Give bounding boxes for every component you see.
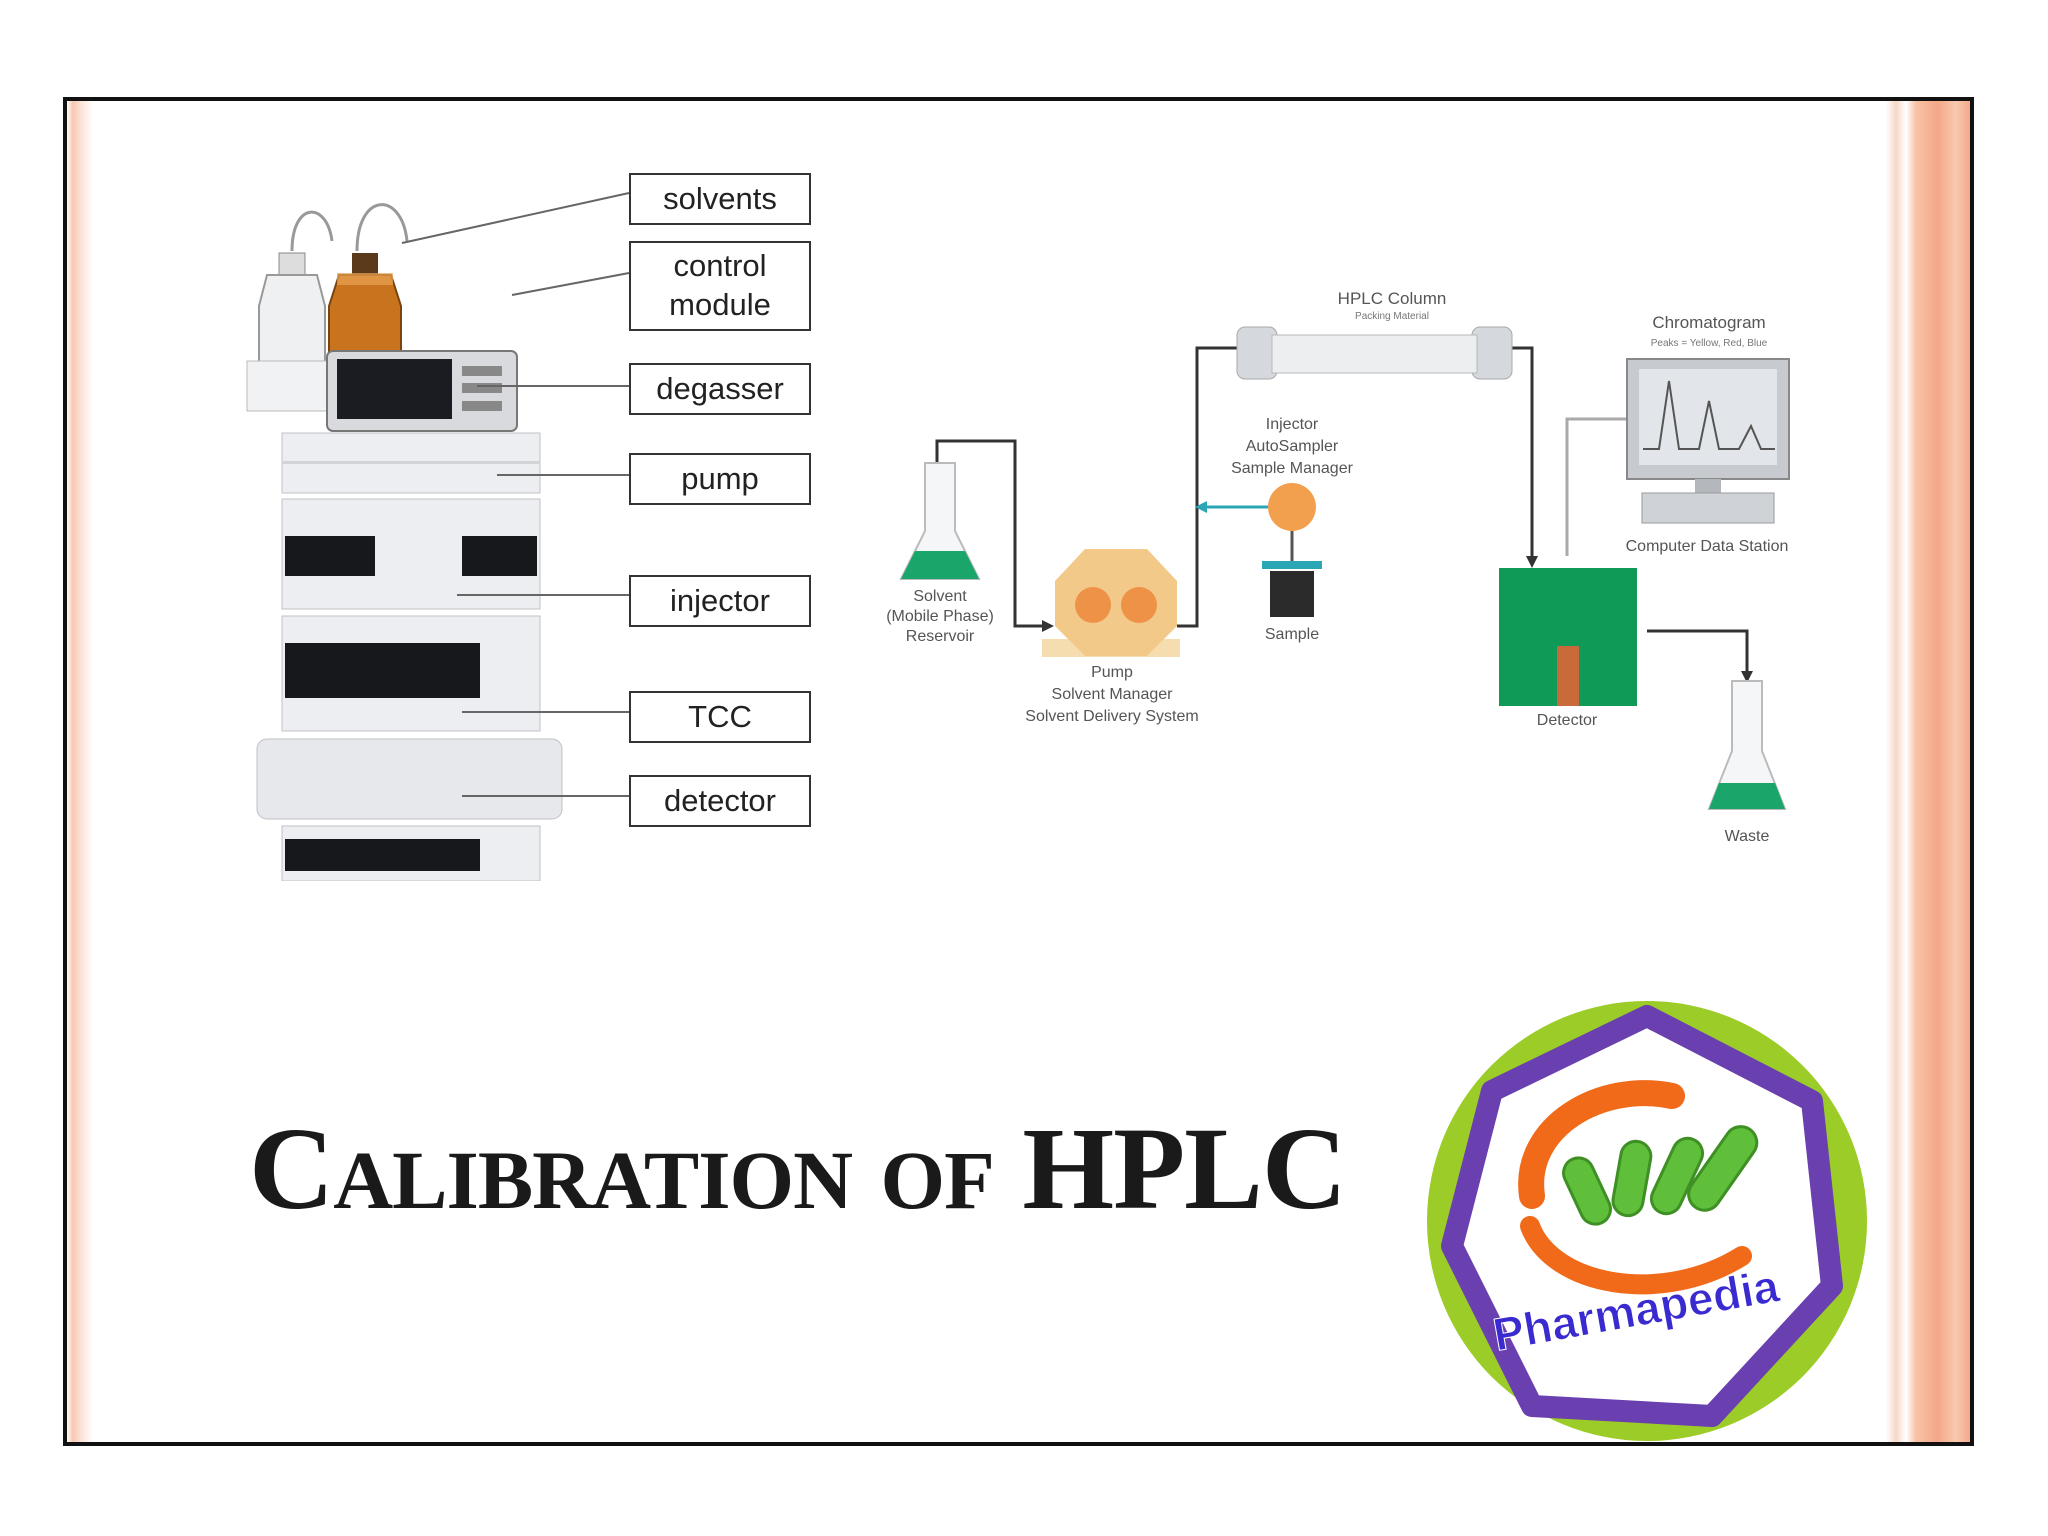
pump-schematic-label-1: Pump (1091, 664, 1133, 681)
pump-schematic-label-3: Solvent Delivery System (1025, 708, 1198, 725)
hplc-flow-schematic (899, 326, 1790, 810)
chromatogram-subtitle: Peaks = Yellow, Red, Blue (1651, 338, 1768, 349)
label-leader-lines (401, 192, 630, 797)
left-border-decoration (67, 101, 93, 1442)
reservoir-label-1: Solvent (913, 588, 967, 605)
column-title: HPLC Column (1338, 289, 1447, 308)
reservoir-label-3: Reservoir (906, 628, 975, 645)
degasser-label: degasser (629, 363, 811, 415)
detector-label: detector (629, 775, 811, 827)
solvents-label: solvents (629, 173, 811, 225)
detector-schematic-label: Detector (1537, 712, 1598, 729)
column-subtitle: Packing Material (1355, 311, 1429, 322)
injector-label: injector (629, 575, 811, 627)
right-border-decoration (1886, 101, 1970, 1442)
flow-schematic-labels: HPLC Column Packing Material Solvent (Mo… (886, 289, 1789, 845)
injector-schematic-label-2: AutoSampler (1246, 438, 1339, 455)
reservoir-label-2: (Mobile Phase) (886, 608, 994, 625)
control-module-label: control module (629, 241, 811, 331)
waste-label: Waste (1725, 828, 1770, 845)
injector-schematic-label-3: Sample Manager (1231, 460, 1354, 477)
computer-label: Computer Data Station (1626, 538, 1789, 555)
pharmapedia-logo: Pharmapedia (1427, 1001, 1867, 1441)
injector-schematic-label-1: Injector (1266, 416, 1319, 433)
chromatogram-title: Chromatogram (1652, 313, 1765, 332)
pump-schematic-label-2: Solvent Manager (1052, 686, 1174, 703)
hplc-instrument-stack-illustration (246, 203, 563, 881)
slide: solvents control module degasser pump in… (63, 97, 1974, 1446)
tcc-label: TCC (629, 691, 811, 743)
sample-label: Sample (1265, 626, 1319, 643)
pump-label: pump (629, 453, 811, 505)
slide-title: Calibration of HPLC (249, 1103, 1347, 1234)
